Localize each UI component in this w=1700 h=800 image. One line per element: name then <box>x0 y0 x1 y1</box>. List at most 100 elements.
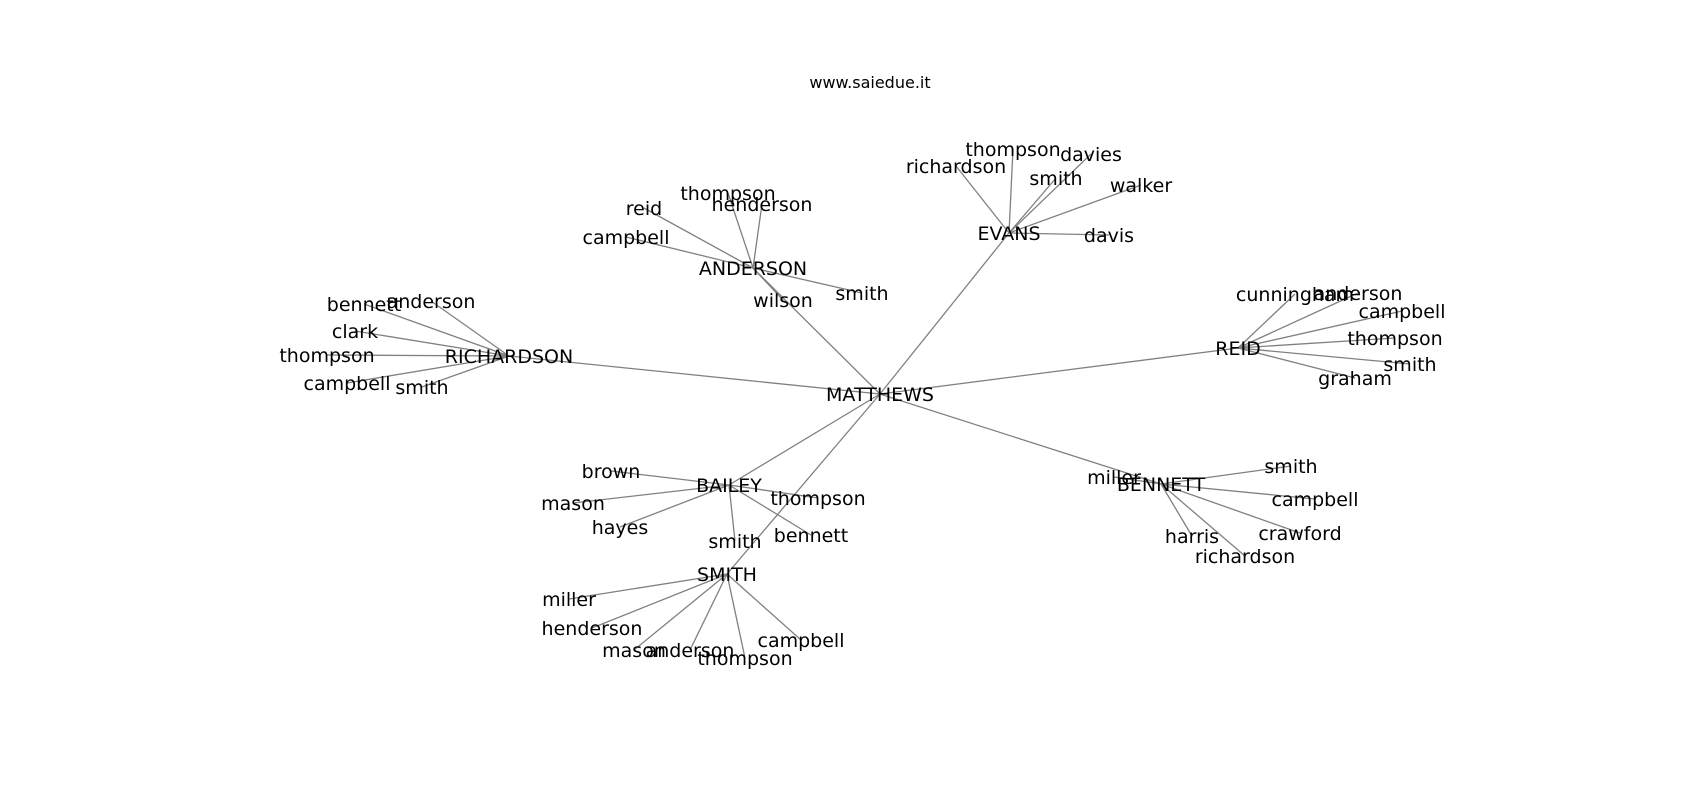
leaf-node-label: smith <box>1383 354 1436 376</box>
leaf-node-label: campbell <box>758 630 845 652</box>
edge-hub-to-leaf <box>728 484 819 499</box>
edge-hub-to-leaf <box>1237 292 1359 349</box>
leaf-node-label: hayes <box>592 517 649 539</box>
edge-hub-to-leaf <box>1237 347 1356 379</box>
edge-hub-to-leaf <box>430 300 510 357</box>
hub-node-label: RICHARDSON <box>445 346 573 368</box>
leaf-node-label: reid <box>626 198 662 220</box>
leaf-node-label: mason <box>602 640 666 662</box>
leaf-node-label: campbell <box>1359 301 1446 323</box>
edge-hub-to-leaf <box>1008 232 1110 236</box>
edge-hub-to-leaf <box>1160 483 1246 557</box>
edges-layer <box>326 148 1411 659</box>
edge-hub-to-leaf <box>421 355 510 388</box>
leaf-node-label: campbell <box>304 373 391 395</box>
hub-node-label: EVANS <box>977 223 1040 245</box>
edge-hub-to-leaf <box>752 267 863 294</box>
edge-root-to-hub <box>879 393 1162 485</box>
leaf-node-label: thompson <box>1347 328 1442 350</box>
edge-hub-to-leaf <box>346 355 510 384</box>
edge-hub-to-leaf <box>1237 347 1411 365</box>
leaf-node-label: crawford <box>1258 523 1341 545</box>
edge-hub-to-leaf <box>1008 184 1142 234</box>
edge-hub-to-leaf <box>752 267 784 301</box>
edge-hub-to-leaf <box>1008 153 1092 234</box>
root-node-label: MATTHEWS <box>826 384 934 406</box>
edge-hub-to-leaf <box>728 484 812 536</box>
edge-hub-to-leaf <box>752 203 763 269</box>
edge-hub-to-leaf <box>643 207 754 269</box>
leaf-node-label: cunningham <box>1236 284 1354 306</box>
edge-hub-to-leaf <box>727 192 754 269</box>
leaf-node-label: henderson <box>712 194 813 216</box>
leaf-node-label: clark <box>332 321 378 343</box>
edge-hub-to-leaf <box>1113 476 1162 485</box>
edge-hub-to-leaf <box>326 354 510 357</box>
leaf-node-label: davies <box>1060 144 1122 166</box>
edge-hub-to-leaf <box>572 484 730 504</box>
leaf-node-label: campbell <box>583 227 670 249</box>
site-url: www.saiedue.it <box>809 73 930 92</box>
edge-hub-to-leaf <box>728 484 736 542</box>
edge-root-to-hub <box>728 393 881 486</box>
hub-node-label: SMITH <box>697 564 757 586</box>
leaf-node-label: richardson <box>906 156 1006 178</box>
edge-hub-to-leaf <box>1160 483 1316 500</box>
edge-root-to-hub <box>508 355 881 395</box>
leaf-node-label: thompson <box>965 139 1060 161</box>
edge-root-to-hub <box>752 267 881 395</box>
leaf-node-label: wilson <box>753 290 813 312</box>
labels-layer: MATTHEWSANDERSONthompsonhendersonreidcam… <box>279 139 1445 670</box>
leaf-node-label: graham <box>1318 368 1392 390</box>
edge-hub-to-leaf <box>1237 310 1403 349</box>
leaf-node-label: thompson <box>279 345 374 367</box>
edge-hub-to-leaf <box>955 165 1010 234</box>
edge-hub-to-leaf <box>1237 337 1396 349</box>
leaf-node-label: anderson <box>646 640 735 662</box>
leaf-node-label: mason <box>541 493 605 515</box>
leaf-node-label: anderson <box>387 291 476 313</box>
edge-hub-to-leaf <box>363 303 510 357</box>
leaf-node-label: richardson <box>1195 546 1295 568</box>
edge-hub-to-leaf <box>625 236 754 269</box>
leaf-node-label: anderson <box>1314 283 1403 305</box>
edge-root-to-hub <box>879 232 1010 395</box>
leaf-node-label: harris <box>1165 526 1219 548</box>
leaf-node-label: smith <box>708 531 761 553</box>
edge-hub-to-leaf <box>1008 148 1014 234</box>
leaf-node-label: thompson <box>770 488 865 510</box>
edge-root-to-hub <box>726 393 881 575</box>
leaf-node-label: smith <box>835 283 888 305</box>
leaf-node-label: bennett <box>327 294 401 316</box>
edge-hub-to-leaf <box>610 470 730 486</box>
leaf-node-label: walker <box>1110 175 1172 197</box>
edge-hub-to-leaf <box>689 573 728 651</box>
edge-hub-to-leaf <box>726 573 746 659</box>
edge-root-to-hub <box>879 347 1239 395</box>
leaf-node-label: bennett <box>774 525 848 547</box>
edge-hub-to-leaf <box>1008 177 1057 234</box>
leaf-node-label: brown <box>582 461 641 483</box>
edge-hub-to-leaf <box>1160 465 1292 485</box>
edge-hub-to-leaf <box>633 573 728 651</box>
leaf-node-label: henderson <box>542 618 643 640</box>
leaf-node-label: thompson <box>697 648 792 670</box>
hub-node-label: REID <box>1215 338 1260 360</box>
leaf-node-label: campbell <box>1272 489 1359 511</box>
edge-hub-to-leaf <box>591 573 728 629</box>
leaf-node-label: miller <box>542 589 596 611</box>
edge-hub-to-leaf <box>1160 483 1193 537</box>
hub-node-label: ANDERSON <box>699 258 807 280</box>
edge-hub-to-leaf <box>568 573 728 600</box>
leaf-node-label: thompson <box>680 183 775 205</box>
edge-hub-to-leaf <box>619 484 730 528</box>
leaf-node-label: davis <box>1084 225 1134 247</box>
leaf-node-label: smith <box>1264 456 1317 478</box>
edge-hub-to-leaf <box>1160 483 1301 534</box>
leaf-node-label: smith <box>1029 168 1082 190</box>
leaf-node-label: miller <box>1087 467 1141 489</box>
edge-hub-to-leaf <box>354 330 510 357</box>
leaf-node-label: smith <box>395 377 448 399</box>
edge-hub-to-leaf <box>1237 293 1296 349</box>
